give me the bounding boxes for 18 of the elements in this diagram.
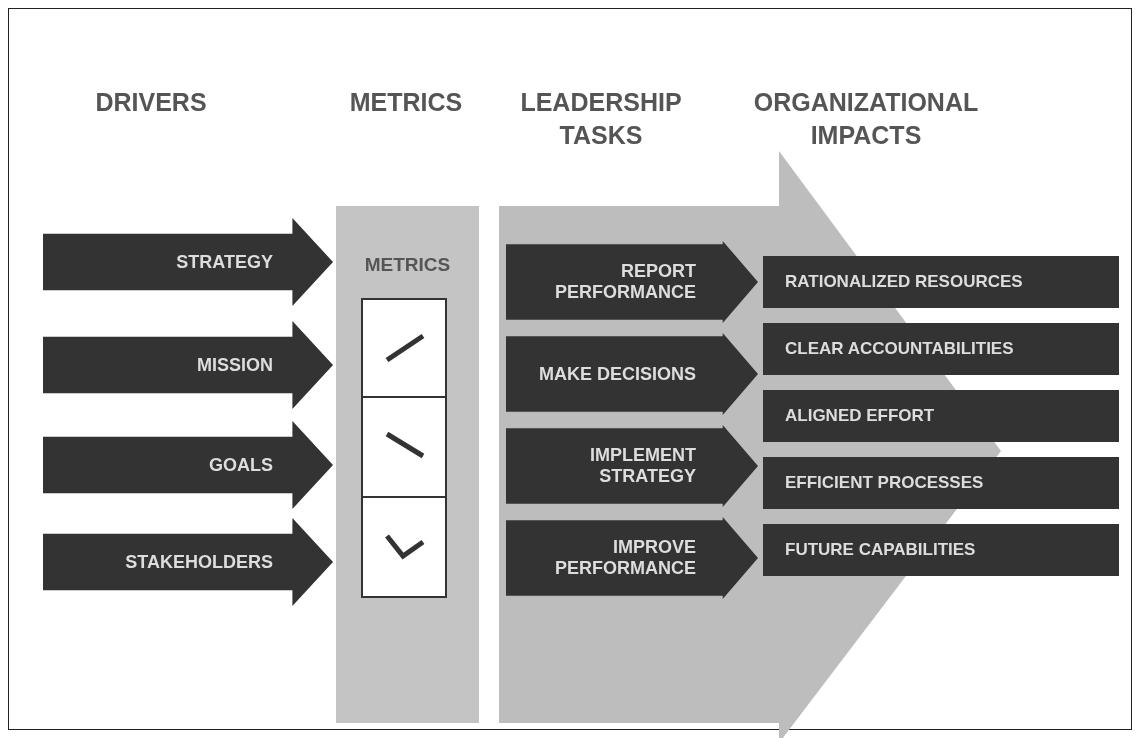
impact-bar: ALIGNED EFFORT (763, 390, 1119, 442)
column-heading: ORGANIZATIONAL IMPACTS (752, 87, 980, 151)
checkbox (361, 298, 447, 398)
column-heading: DRIVERS (94, 87, 208, 118)
impact-bar: RATIONALIZED RESOURCES (763, 256, 1119, 308)
checkbox (361, 498, 447, 598)
column-heading: METRICS (348, 87, 464, 118)
impact-bar: CLEAR ACCOUNTABILITIES (763, 323, 1119, 375)
impact-bar: FUTURE CAPABILITIES (763, 524, 1119, 576)
driver-banner: STAKEHOLDERS (43, 518, 333, 606)
impact-bar: EFFICIENT PROCESSES (763, 457, 1119, 509)
panel-heading: METRICS (363, 254, 452, 276)
checkbox (361, 398, 447, 498)
driver-banner: STRATEGY (43, 218, 333, 306)
metrics-panel (336, 206, 479, 723)
column-heading: LEADERSHIP TASKS (519, 87, 683, 151)
driver-banner: MISSION (43, 321, 333, 409)
driver-banner: GOALS (43, 421, 333, 509)
